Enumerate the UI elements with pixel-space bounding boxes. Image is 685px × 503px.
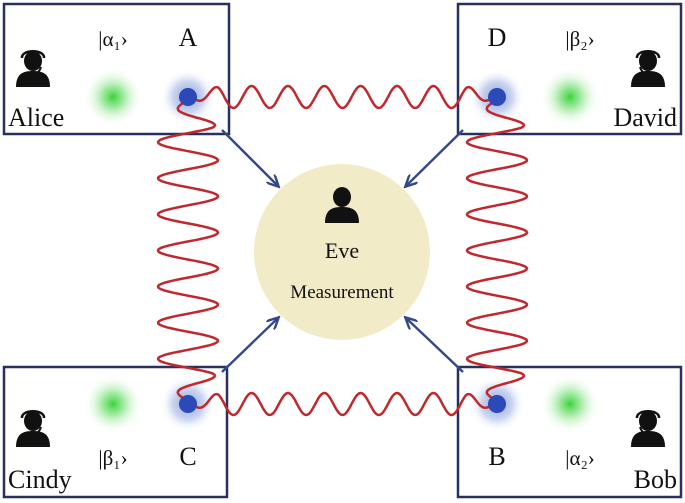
node-a-label: A: [179, 23, 198, 52]
node-d-dot: [488, 88, 506, 106]
david-box: [456, 2, 683, 136]
arrow-c-to-eve: [221, 318, 278, 373]
entanglement-line-c-b: [186, 391, 499, 417]
david-person-icon: [631, 50, 665, 87]
node-d-label: D: [488, 23, 507, 52]
cindy-state-label: |β₁›: [98, 446, 127, 470]
eve-measurement-label: Measurement: [290, 282, 394, 303]
node-b-dot: [488, 395, 506, 413]
cindy-person-icon: [16, 410, 50, 447]
cindy-name-label: Cindy: [8, 465, 72, 494]
alice-state-label: |α₁›: [98, 27, 128, 51]
node-b-label: B: [488, 442, 505, 471]
entanglement-line-a-d: [186, 84, 499, 110]
arrow-d-to-eve: [406, 129, 464, 186]
eve-name-label: Eve: [325, 238, 359, 263]
david-state-label: |β₂›: [565, 27, 594, 51]
arrow-b-to-eve: [406, 318, 464, 373]
alice-box: [2, 2, 231, 136]
bob-person-icon: [631, 410, 665, 447]
bob-state-glow: [540, 374, 600, 434]
alice-state-glow: [83, 67, 143, 127]
node-a-dot: [179, 88, 197, 106]
bob-box: [456, 365, 683, 499]
entanglement-line-a-c: [156, 95, 220, 406]
alice-name-label: Alice: [8, 103, 64, 132]
bob-state-label: |α₂›: [565, 446, 595, 470]
eve-measurement-circle: [254, 164, 430, 340]
entanglement-line-d-b: [465, 95, 529, 406]
bob-name-label: Bob: [634, 465, 677, 494]
node-c-dot: [179, 395, 197, 413]
arrow-a-to-eve: [221, 129, 278, 186]
alice-person-icon: [16, 50, 50, 87]
cindy-box: [2, 365, 229, 499]
node-c-label: C: [179, 442, 196, 471]
david-state-glow: [540, 67, 600, 127]
cindy-state-glow: [83, 374, 143, 434]
david-name-label: David: [613, 103, 677, 132]
